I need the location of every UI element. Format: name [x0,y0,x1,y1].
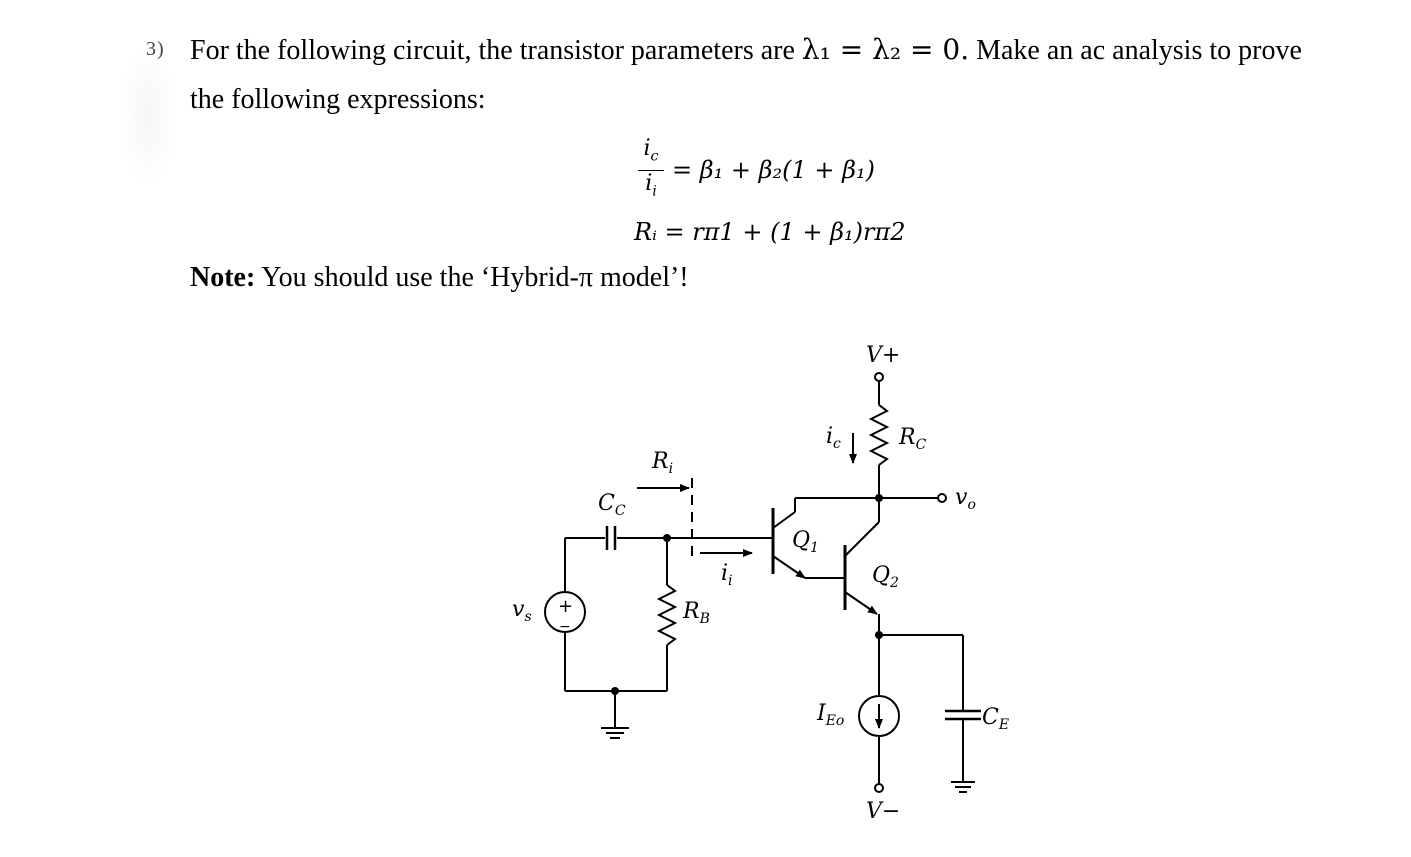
v-plus-terminal [874,372,884,382]
emitter-node [875,631,883,639]
svg-text:Ri: Ri [651,449,673,477]
vs-minus-sign: − [559,619,571,635]
input-resistance-equation: Rᵢ = rπ1 + (1 + β₁)rπ2 [634,218,906,246]
v-minus-terminal [874,783,884,793]
q2-label: Q [872,563,890,588]
rc-resistor [868,404,890,466]
note-line: Note: You should use the ‘Hybrid-π model… [190,262,689,294]
v-minus-label: V− [866,799,900,824]
vo-terminal [937,493,947,503]
rb-resistor [656,584,678,646]
svg-text:ii: ii [721,561,733,589]
collector-node [875,494,883,502]
problem-statement-line2: the following expressions: [190,84,486,115]
svg-text:IEo: IEo [816,701,844,729]
eq1-numerator: i [643,136,651,162]
vs-label-sub: s [524,609,531,625]
rc-label-sub: C [916,437,927,453]
svg-text:CC: CC [598,491,626,519]
q2-label-sub: 2 [889,575,899,591]
vs-label: v [512,597,525,622]
statement-suffix: Make an ac analysis to prove [969,35,1302,66]
base-node [663,534,671,542]
rc-label: R [898,425,916,450]
statement-prefix: For the following circuit, the transisto… [190,35,802,66]
note-label: Note: [190,262,256,293]
vo-label: v [955,485,968,510]
svg-text:ic: ic [826,424,841,452]
svg-text:RC: RC [898,425,927,453]
rb-label-sub: B [699,611,710,627]
ii-label: i [721,561,728,586]
eq1-denominator-sub: i [652,182,657,199]
q1-emitter [772,555,806,579]
q1-label: Q [792,528,810,553]
eq1-numerator-sub: c [650,148,659,165]
problem-statement-line1: For the following circuit, the transisto… [190,33,1390,67]
cc-label-sub: C [615,503,626,519]
eq1-rhs: = β₁ + β₂(1 + β₁) [672,156,875,184]
scan-smudge [118,40,178,190]
cc-label: C [598,491,615,516]
q1-label-sub: 1 [810,540,819,556]
ce-label: C [982,705,999,730]
current-gain-fraction: ic ii [638,136,664,204]
ri-label: R [651,449,669,474]
q1-collector [772,511,796,529]
svg-text:vs: vs [512,597,532,625]
svg-text:vo: vo [955,485,976,513]
ic-label: i [826,424,833,449]
svg-text:CE: CE [982,705,1009,733]
ce-label-sub: E [998,717,1009,733]
note-text: You should use the ‘Hybrid-π model’! [255,262,689,293]
lambda-condition: λ₁ = λ₂ = 0. [801,33,970,66]
ic-label-sub: c [833,436,841,452]
vs-plus-sign: + [558,596,573,617]
q2-collector [844,521,880,557]
ri-label-sub: i [669,461,673,477]
vo-label-sub: o [967,497,975,513]
svg-text:Q1: Q1 [792,528,819,556]
ii-label-sub: i [728,573,732,589]
eq1-denominator: i [645,170,653,196]
ieo-label-sub: Eo [825,713,845,729]
ground-node [611,687,619,695]
svg-text:Q2: Q2 [872,563,899,591]
v-plus-label: V+ [866,343,900,368]
question-number: 3) [146,38,165,60]
current-gain-equation: ic ii = β₁ + β₂(1 + β₁) [638,136,875,204]
fraction-bar [638,169,664,171]
q2-emitter [844,591,878,615]
rb-label: R [682,599,700,624]
ieo-label: I [816,701,827,726]
svg-text:RB: RB [682,599,710,627]
